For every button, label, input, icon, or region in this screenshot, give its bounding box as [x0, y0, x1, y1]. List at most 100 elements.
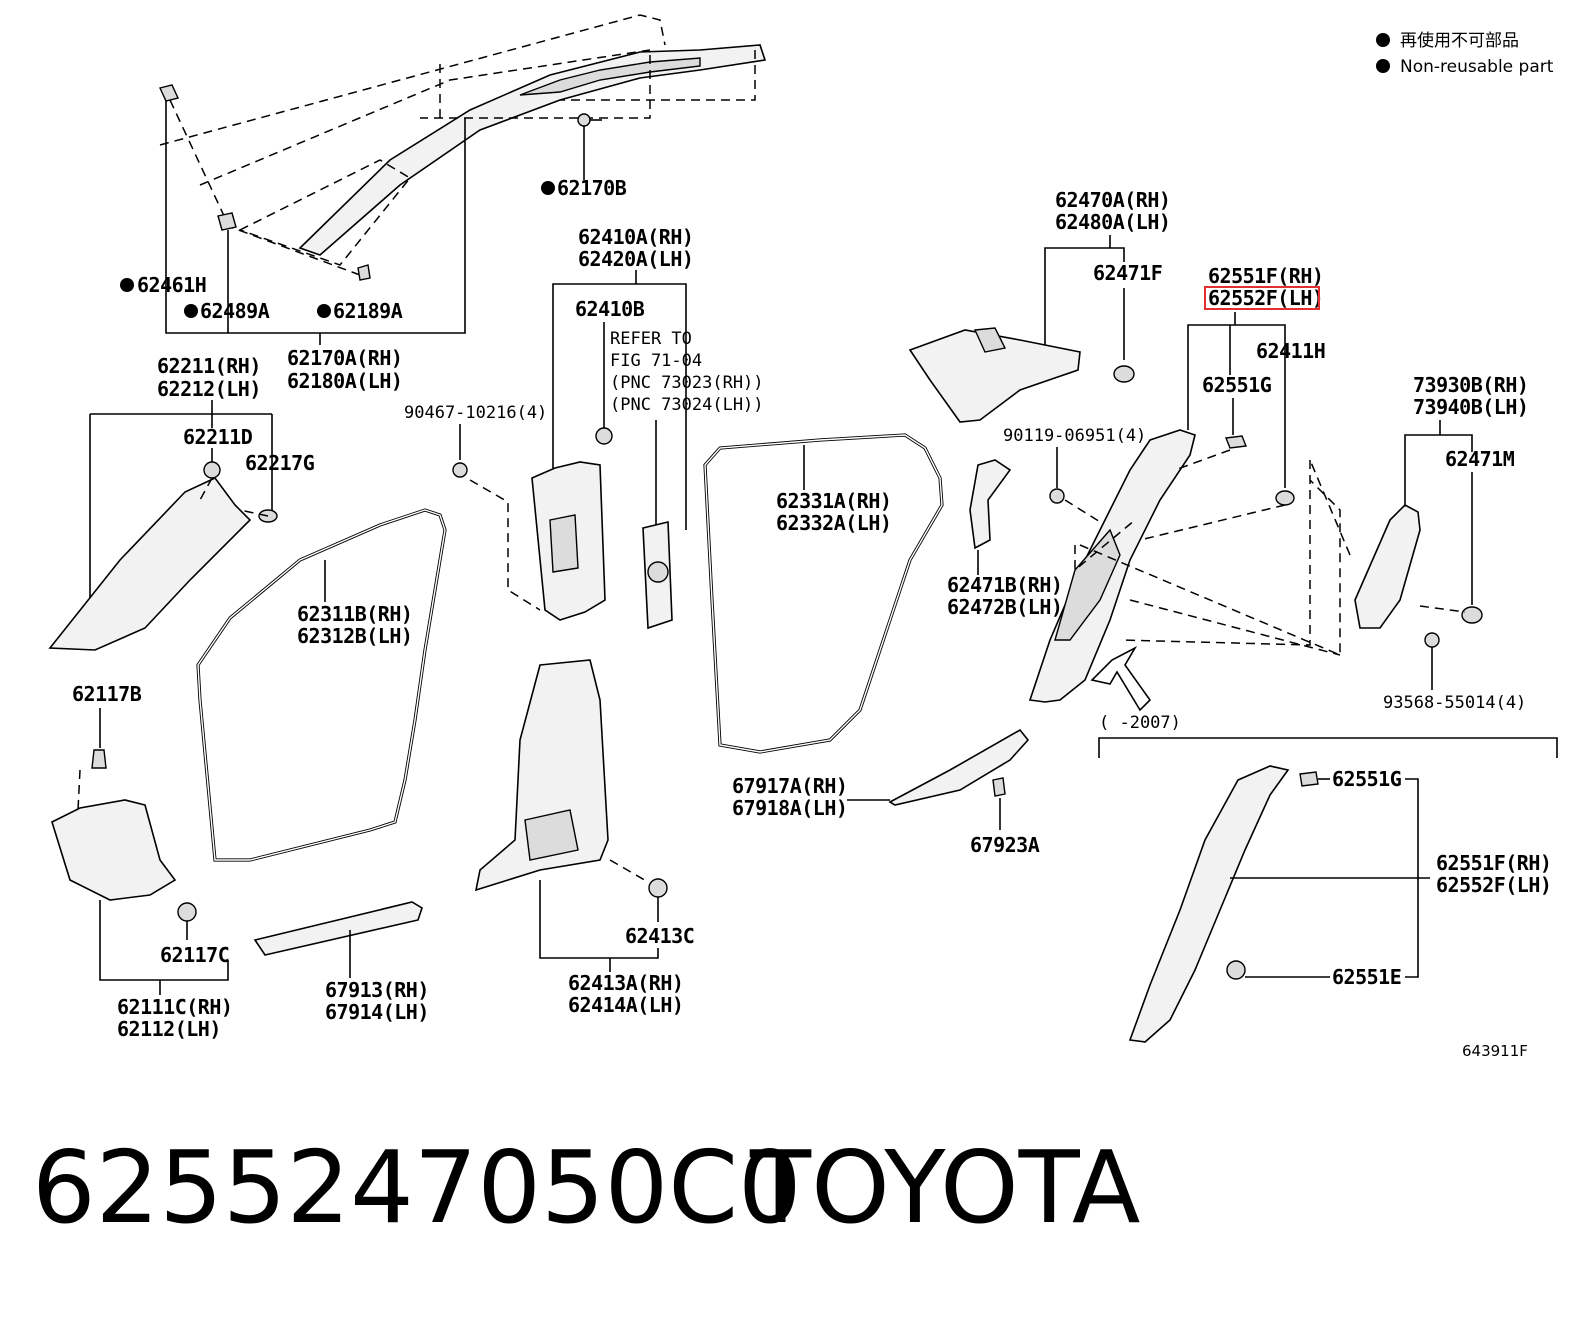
- inset-range-label: ( -2007): [1099, 713, 1181, 733]
- roof-side-garnish-inner: [519, 57, 701, 96]
- front-door-weatherstrip: [196, 508, 447, 862]
- label-90119: 90119-06951(4): [1003, 426, 1146, 446]
- clip-62411H-icon: [1275, 490, 1295, 506]
- clip-62489A-icon: [217, 212, 237, 231]
- label-62189A: 62189A: [333, 299, 403, 323]
- label-62410B: 62410B: [575, 297, 645, 321]
- label-62211D: 62211D: [183, 425, 253, 449]
- label-62480A-lh: 62480A(LH): [1055, 210, 1170, 234]
- caption-part-number: 6255247050C0: [32, 1129, 802, 1246]
- clip-62471F-icon: [1113, 365, 1135, 383]
- non-reusable-dot-icon: [184, 304, 198, 318]
- caption-brand: TOYOTA: [749, 1129, 1140, 1246]
- label-62551F-rh: 62551F(RH): [1208, 264, 1323, 288]
- highlight-box: [1204, 286, 1320, 310]
- inset-clip-62551E-icon: [1226, 960, 1246, 980]
- label-62470A-rh: 62470A(RH): [1055, 188, 1170, 212]
- label-73930B-rh: 73930B(RH): [1413, 373, 1528, 397]
- label-67914-lh: 67914(LH): [325, 1000, 429, 1024]
- seat-belt-retractor-icon: [647, 561, 669, 583]
- inset-label-62552F-lh: 62552F(LH): [1436, 873, 1551, 897]
- clip-62211D-icon: [203, 461, 221, 479]
- rear-door-weatherstrip-inner: [704, 434, 943, 753]
- label-62471M: 62471M: [1445, 447, 1515, 471]
- side-airbag-assembly: [1354, 504, 1421, 629]
- bracket-62211: [89, 400, 273, 630]
- front-pillar-garnish: [48, 476, 252, 651]
- inset-clip-62551G-icon: [1299, 771, 1319, 787]
- non-reusable-dot-icon: [541, 181, 555, 195]
- screw-90467-icon: [452, 462, 468, 478]
- quarter-trim-cover: [969, 459, 1012, 550]
- cowl-side-trim: [51, 799, 177, 901]
- cowl-leader: [77, 769, 81, 811]
- rear-door-weatherstrip: [703, 433, 944, 754]
- refer-line-4: (PNC 73024(LH)): [610, 395, 764, 415]
- legend-text-en: Non-reusable part: [1400, 57, 1554, 77]
- label-62312B-lh: 62312B(LH): [297, 624, 412, 648]
- screw-90119-icon: [1049, 488, 1065, 504]
- label-67918A-lh: 67918A(LH): [732, 796, 847, 820]
- inner-garnish-leader: [1074, 449, 1341, 657]
- label-67913-rh: 67913(RH): [325, 978, 429, 1002]
- center-pillar-lower-panel: [524, 809, 579, 861]
- label-62489A: 62489A: [200, 299, 270, 323]
- label-62551G: 62551G: [1202, 373, 1272, 397]
- bracket-62170A: [165, 100, 466, 345]
- inset-label-62551G: 62551G: [1332, 767, 1402, 791]
- roof-side-inner-panel: [1054, 528, 1121, 641]
- label-62413C: 62413C: [625, 924, 694, 948]
- label-62410A-rh: 62410A(RH): [578, 225, 693, 249]
- label-62212-lh: 62212(LH): [157, 377, 261, 401]
- label-62332A-lh: 62332A(LH): [776, 511, 891, 535]
- inset-roof-side-inner-garnish: [1128, 765, 1290, 1043]
- label-62331A-rh: 62331A(RH): [776, 489, 891, 513]
- label-67917A-rh: 67917A(RH): [732, 774, 847, 798]
- non-reusable-dot-icon: [317, 304, 331, 318]
- refer-line-3: (PNC 73023(RH)): [610, 373, 764, 393]
- rear-scuff-plate: [888, 728, 1030, 806]
- bracket-62413A: [539, 880, 659, 972]
- label-62471F: 62471F: [1093, 261, 1162, 285]
- inset-bracket: [1098, 737, 1558, 758]
- clip-62461H-icon: [159, 84, 179, 102]
- label-62112-lh: 62112(LH): [117, 1017, 221, 1041]
- label-62311B-rh: 62311B(RH): [297, 602, 412, 626]
- refer-line-2: FIG 71-04: [610, 351, 702, 371]
- clip-62551G-icon: [1225, 435, 1247, 449]
- bracket-62111C: [99, 900, 229, 995]
- front-door-weatherstrip-inner: [197, 509, 446, 861]
- clip-62189A-icon: [357, 264, 371, 281]
- label-62420A-lh: 62420A(LH): [578, 247, 693, 271]
- label-62217G: 62217G: [245, 451, 315, 475]
- clip-62117C-icon: [177, 902, 197, 922]
- label-62411H: 62411H: [1256, 339, 1325, 363]
- bracket-62551F: [1187, 312, 1286, 488]
- bracket-73930B: [1404, 420, 1473, 510]
- center-pillar-upper-slot: [549, 514, 579, 573]
- label-73940B-lh: 73940B(LH): [1413, 395, 1528, 419]
- bracket-62470A: [1044, 235, 1125, 345]
- label-62211-rh: 62211(RH): [157, 354, 261, 378]
- front-scuff-plate: [253, 901, 423, 956]
- inset-label-62551F-rh: 62551F(RH): [1436, 851, 1551, 875]
- center-pillar-screw-leader: [469, 479, 541, 611]
- clip-62117B-icon: [91, 749, 107, 769]
- view-arrow-icon: [1090, 645, 1152, 712]
- non-reusable-dot-icon: [120, 278, 134, 292]
- roof-garnish-leader: [169, 99, 361, 276]
- label-62117C: 62117C: [160, 943, 229, 967]
- label-62414A-lh: 62414A(LH): [568, 993, 683, 1017]
- refer-line-1: REFER TO: [610, 329, 692, 349]
- roof-side-garnish-assembly: [159, 14, 767, 281]
- non-reusable-dot-icon: [1376, 59, 1390, 73]
- label-62552F-lh: 62552F(LH): [1208, 286, 1323, 310]
- quarter-pillar-insert: [973, 327, 1007, 353]
- label-93568: 93568-55014(4): [1383, 693, 1526, 713]
- bracket-62410A: [552, 270, 687, 530]
- inset-bracket-right: [1230, 778, 1430, 978]
- label-62111C-rh: 62111C(RH): [117, 995, 232, 1019]
- clip-62471M-icon: [1461, 606, 1483, 624]
- label-62117B: 62117B: [72, 682, 142, 706]
